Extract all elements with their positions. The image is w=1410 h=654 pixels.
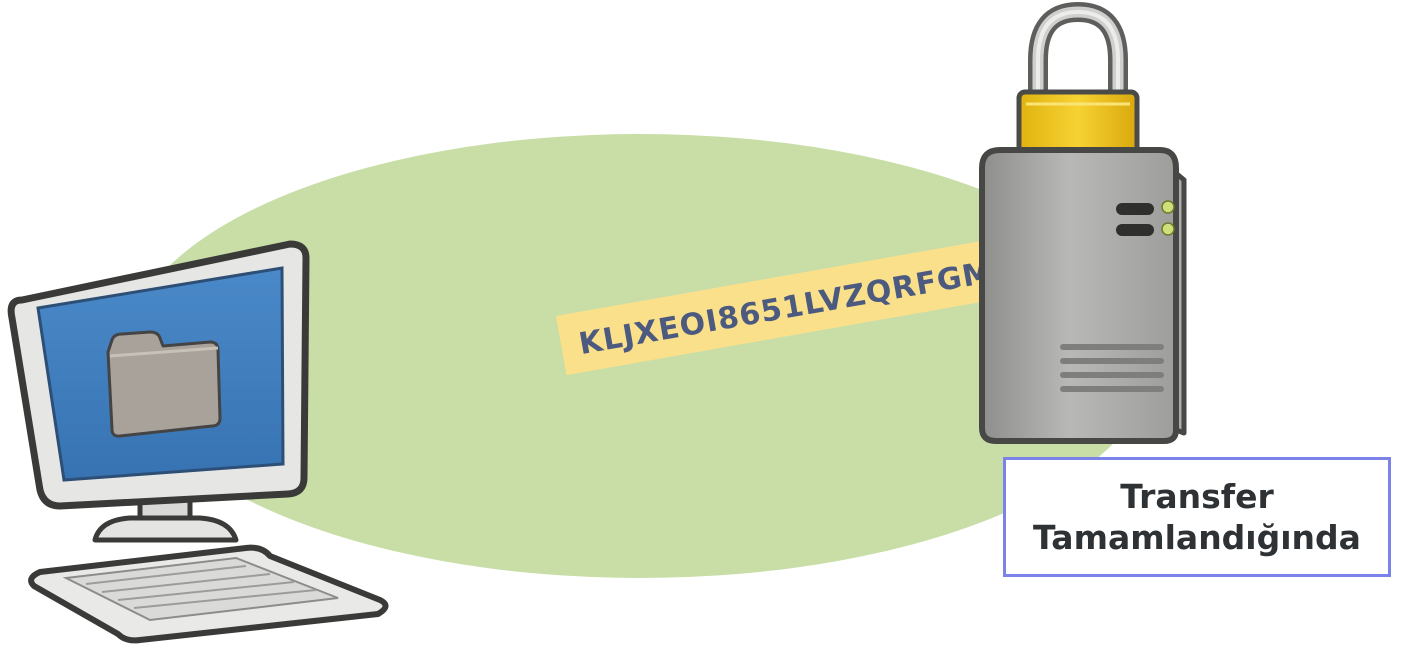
server-icon [979, 1, 1187, 444]
status-label-line-1: Transfer [1120, 476, 1274, 516]
status-label-line-2: Tamamlandığında [1033, 518, 1361, 557]
folder-icon [106, 330, 222, 438]
transfer-status-label: Transfer Tamamlandığında [1003, 457, 1391, 577]
encrypted-data-strip-background [556, 234, 1030, 376]
padlock-icon [1016, 1, 1140, 171]
computer-icon [7, 240, 389, 644]
